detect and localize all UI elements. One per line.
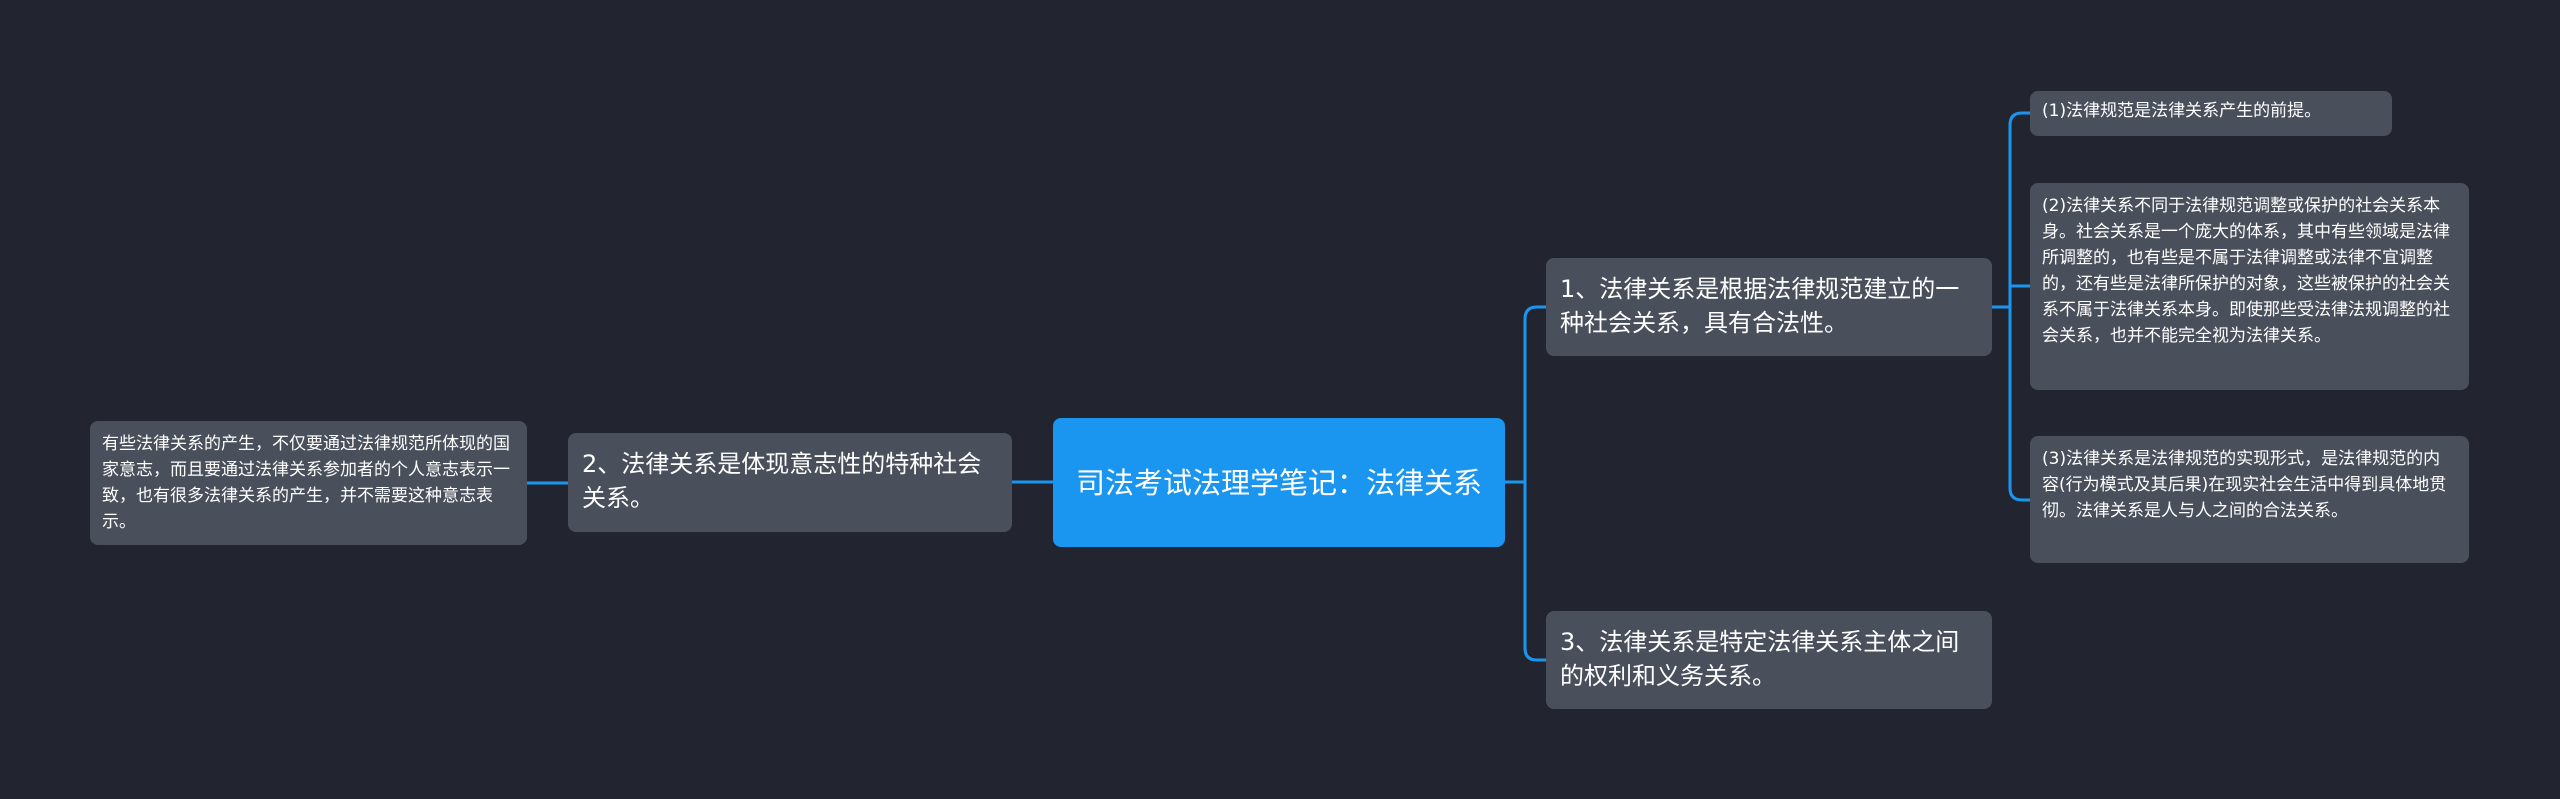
leaf-node-1-3[interactable]: (3)法律关系是法律规范的实现形式，是法律规范的内容(行为模式及其后果)在现实社… (2030, 436, 2469, 563)
leaf-node-1-2[interactable]: (2)法律关系不同于法律规范调整或保护的社会关系本身。社会关系是一个庞大的体系，… (2030, 183, 2469, 390)
branch-label: 2、法律关系是体现意志性的特种社会关系。 (582, 450, 982, 512)
leaf-text: (1)法律规范是法律关系产生的前提。 (2042, 101, 2322, 121)
branch-node-3[interactable]: 3、法律关系是特定法律关系主体之间的权利和义务关系。 (1546, 611, 1992, 709)
leaf-text: 有些法律关系的产生，不仅要通过法律规范所体现的国家意志，而且要通过法律关系参加者… (102, 434, 510, 532)
leaf-node-1-1[interactable]: (1)法律规范是法律关系产生的前提。 (2030, 91, 2392, 136)
leaf-text: (3)法律关系是法律规范的实现形式，是法律规范的内容(行为模式及其后果)在现实社… (2042, 449, 2447, 521)
connector-leaf-3 (2008, 307, 2030, 502)
connector-leaf-1 (2008, 111, 2030, 307)
root-title: 司法考试法理学笔记：法律关系 (1075, 465, 1482, 500)
leaf-text: (2)法律关系不同于法律规范调整或保护的社会关系本身。社会关系是一个庞大的体系，… (2042, 196, 2450, 346)
branch-label: 1、法律关系是根据法律规范建立的一种社会关系，具有合法性。 (1560, 275, 1960, 337)
connector-branch-3 (1523, 482, 1546, 662)
connector-branch-1 (1523, 305, 1546, 482)
leaf-node-2-1[interactable]: 有些法律关系的产生，不仅要通过法律规范所体现的国家意志，而且要通过法律关系参加者… (90, 421, 527, 545)
branch-node-2[interactable]: 2、法律关系是体现意志性的特种社会关系。 (568, 433, 1012, 532)
root-node[interactable]: 司法考试法理学笔记：法律关系 (1053, 418, 1505, 547)
branch-node-1[interactable]: 1、法律关系是根据法律规范建立的一种社会关系，具有合法性。 (1546, 258, 1992, 356)
branch-label: 3、法律关系是特定法律关系主体之间的权利和义务关系。 (1560, 628, 1960, 690)
